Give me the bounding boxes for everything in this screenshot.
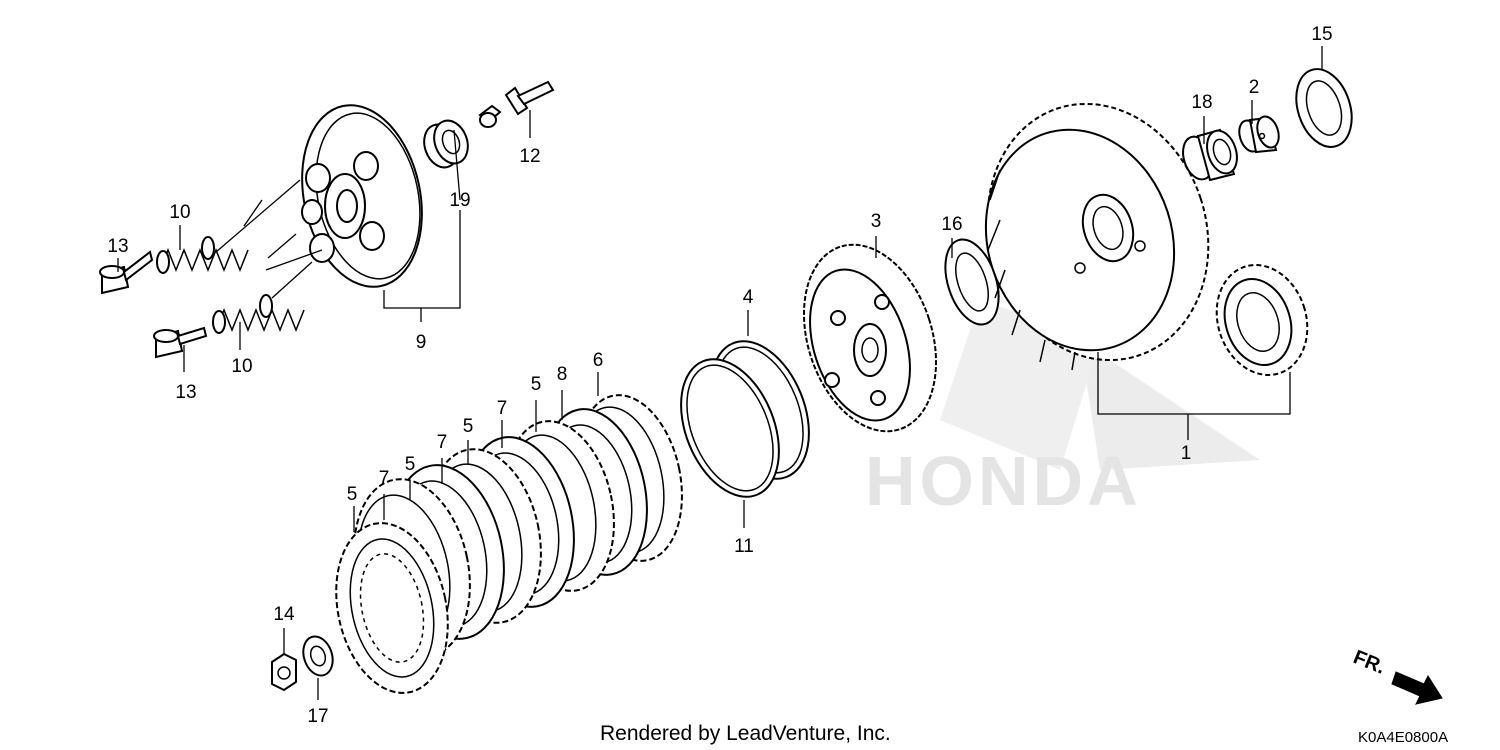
callout-15: 15 [1311,24,1332,45]
callout-2: 2 [1249,77,1260,98]
callout-13-a: 13 [107,236,128,257]
callout-4: 4 [743,287,754,308]
bolt-lower [153,326,208,359]
basket-washer-part [1295,68,1353,148]
watermark-brand-text: HONDA [865,442,1142,520]
callout-8: 8 [557,364,568,385]
front-direction-arrow-icon [1391,671,1443,705]
bushing-part [1238,115,1280,154]
clutch-plate-stack [335,394,683,694]
clutch-spring-upper [156,236,249,274]
callout-5-c: 5 [463,416,474,437]
inner-ring-part [680,358,780,498]
bearing-part [423,119,469,169]
lock-washer-part [302,635,334,677]
callout-7-a: 7 [379,468,390,489]
clutch-spring-lower [212,294,305,334]
callout-6: 6 [593,350,604,371]
lifter-rod-part [478,80,555,128]
callout-3: 3 [871,211,882,232]
bolt-upper [99,250,154,295]
callout-5-a: 5 [347,484,358,505]
callout-5-b: 5 [405,454,416,475]
pressure-plate-part [301,104,423,288]
callout-16: 16 [941,214,962,235]
front-direction-indicator: FR. [1350,646,1443,705]
callout-10-b: 10 [231,356,252,377]
callout-19: 19 [449,190,470,211]
callout-7-b: 7 [437,432,448,453]
callout-17: 17 [307,706,328,727]
diagram-code: K0A4E0800A [1358,729,1448,746]
center-hub-part [802,243,938,433]
render-credit: Rendered by LeadVenture, Inc. [600,722,891,745]
callout-13-b: 13 [175,382,196,403]
callout-18: 18 [1191,92,1212,113]
front-label: FR. [1350,646,1388,678]
needle-bearing-part [1182,128,1238,182]
callout-14: 14 [273,604,295,625]
callout-9: 9 [416,332,427,353]
callout-10-a: 10 [169,202,190,223]
lock-nut-part [271,652,297,692]
primary-driven-gear [1215,264,1309,376]
callout-1: 1 [1181,443,1192,464]
callout-5-d: 5 [531,374,542,395]
leader-lines [117,46,1323,700]
clutch-outer-basket [984,102,1210,371]
callout-12: 12 [519,146,540,167]
callout-7-c: 7 [497,398,508,419]
callout-11: 11 [734,536,754,557]
